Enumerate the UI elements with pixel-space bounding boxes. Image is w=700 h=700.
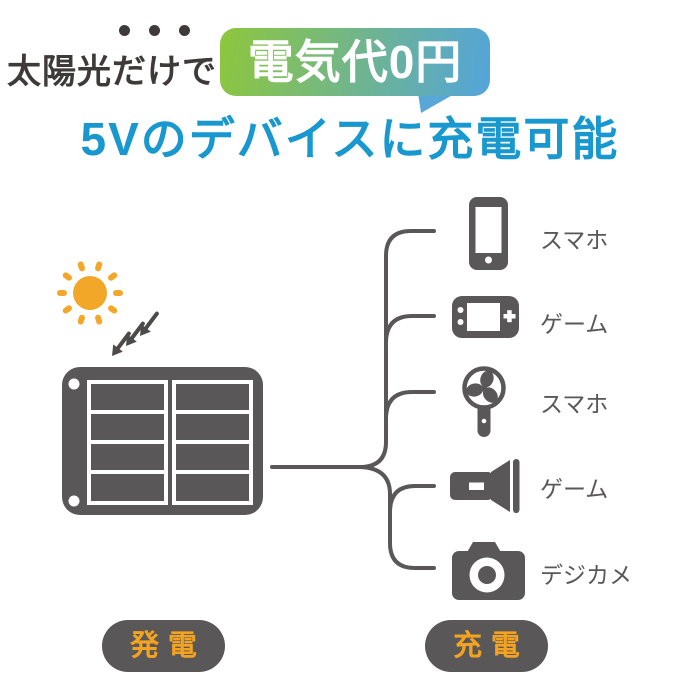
flashlight-icon bbox=[450, 459, 520, 513]
emphasis-dot bbox=[149, 25, 160, 36]
generation-badge: 発電 bbox=[102, 620, 225, 672]
page-title: 5Vのデバイスに充電可能 bbox=[80, 113, 620, 165]
tagline-text: 太陽光だけで bbox=[7, 53, 217, 91]
charging-badge: 充電 bbox=[425, 620, 548, 672]
speech-bubble-tail-icon bbox=[418, 93, 456, 113]
sun-icon bbox=[57, 261, 123, 325]
device-label-smartphone: スマホ bbox=[540, 227, 609, 253]
emphasis-dots bbox=[119, 25, 190, 36]
device-label-camera: デジカメ bbox=[540, 562, 632, 588]
handheld-fan-icon bbox=[462, 366, 506, 437]
sunlight-arrows-icon bbox=[112, 311, 159, 356]
device-label-game: ゲーム bbox=[540, 311, 609, 337]
device-label-fan: スマホ bbox=[540, 391, 609, 417]
camera-icon bbox=[452, 542, 525, 600]
game-console-icon bbox=[452, 296, 519, 338]
smartphone-icon bbox=[469, 197, 508, 270]
zero-cost-badge: 電気代0円 bbox=[220, 28, 490, 96]
emphasis-dot bbox=[179, 25, 190, 36]
emphasis-dot bbox=[119, 25, 130, 36]
connector-lines bbox=[270, 229, 436, 570]
device-label-flashlight: ゲーム bbox=[540, 476, 609, 502]
solar-panel-icon bbox=[62, 367, 263, 515]
